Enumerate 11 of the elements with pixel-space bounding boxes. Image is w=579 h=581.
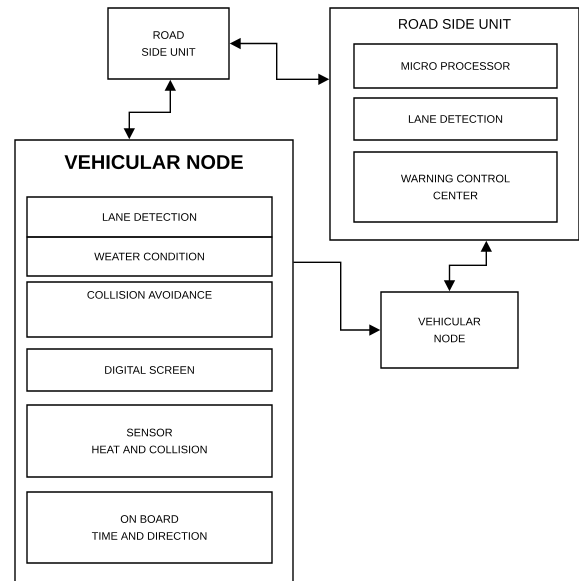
component-box: MICRO PROCESSOR (353, 43, 558, 89)
component-box: DIGITAL SCREEN (26, 348, 273, 392)
component-box: ON BOARD TIME AND DIRECTION (26, 491, 273, 564)
component-box: LANE DETECTION (353, 97, 558, 141)
component-box: WARNING CONTROL CENTER (353, 151, 558, 223)
node-box: ROAD SIDE UNIT (107, 7, 230, 80)
component-box: COLLISION AVOIDANCE (26, 281, 273, 338)
node-box: VEHICULAR NODE (380, 291, 519, 369)
component-box: WEATER CONDITION (26, 236, 273, 277)
component-box: LANE DETECTION (26, 196, 273, 238)
component-box: SENSOR HEAT AND COLLISION (26, 404, 273, 478)
